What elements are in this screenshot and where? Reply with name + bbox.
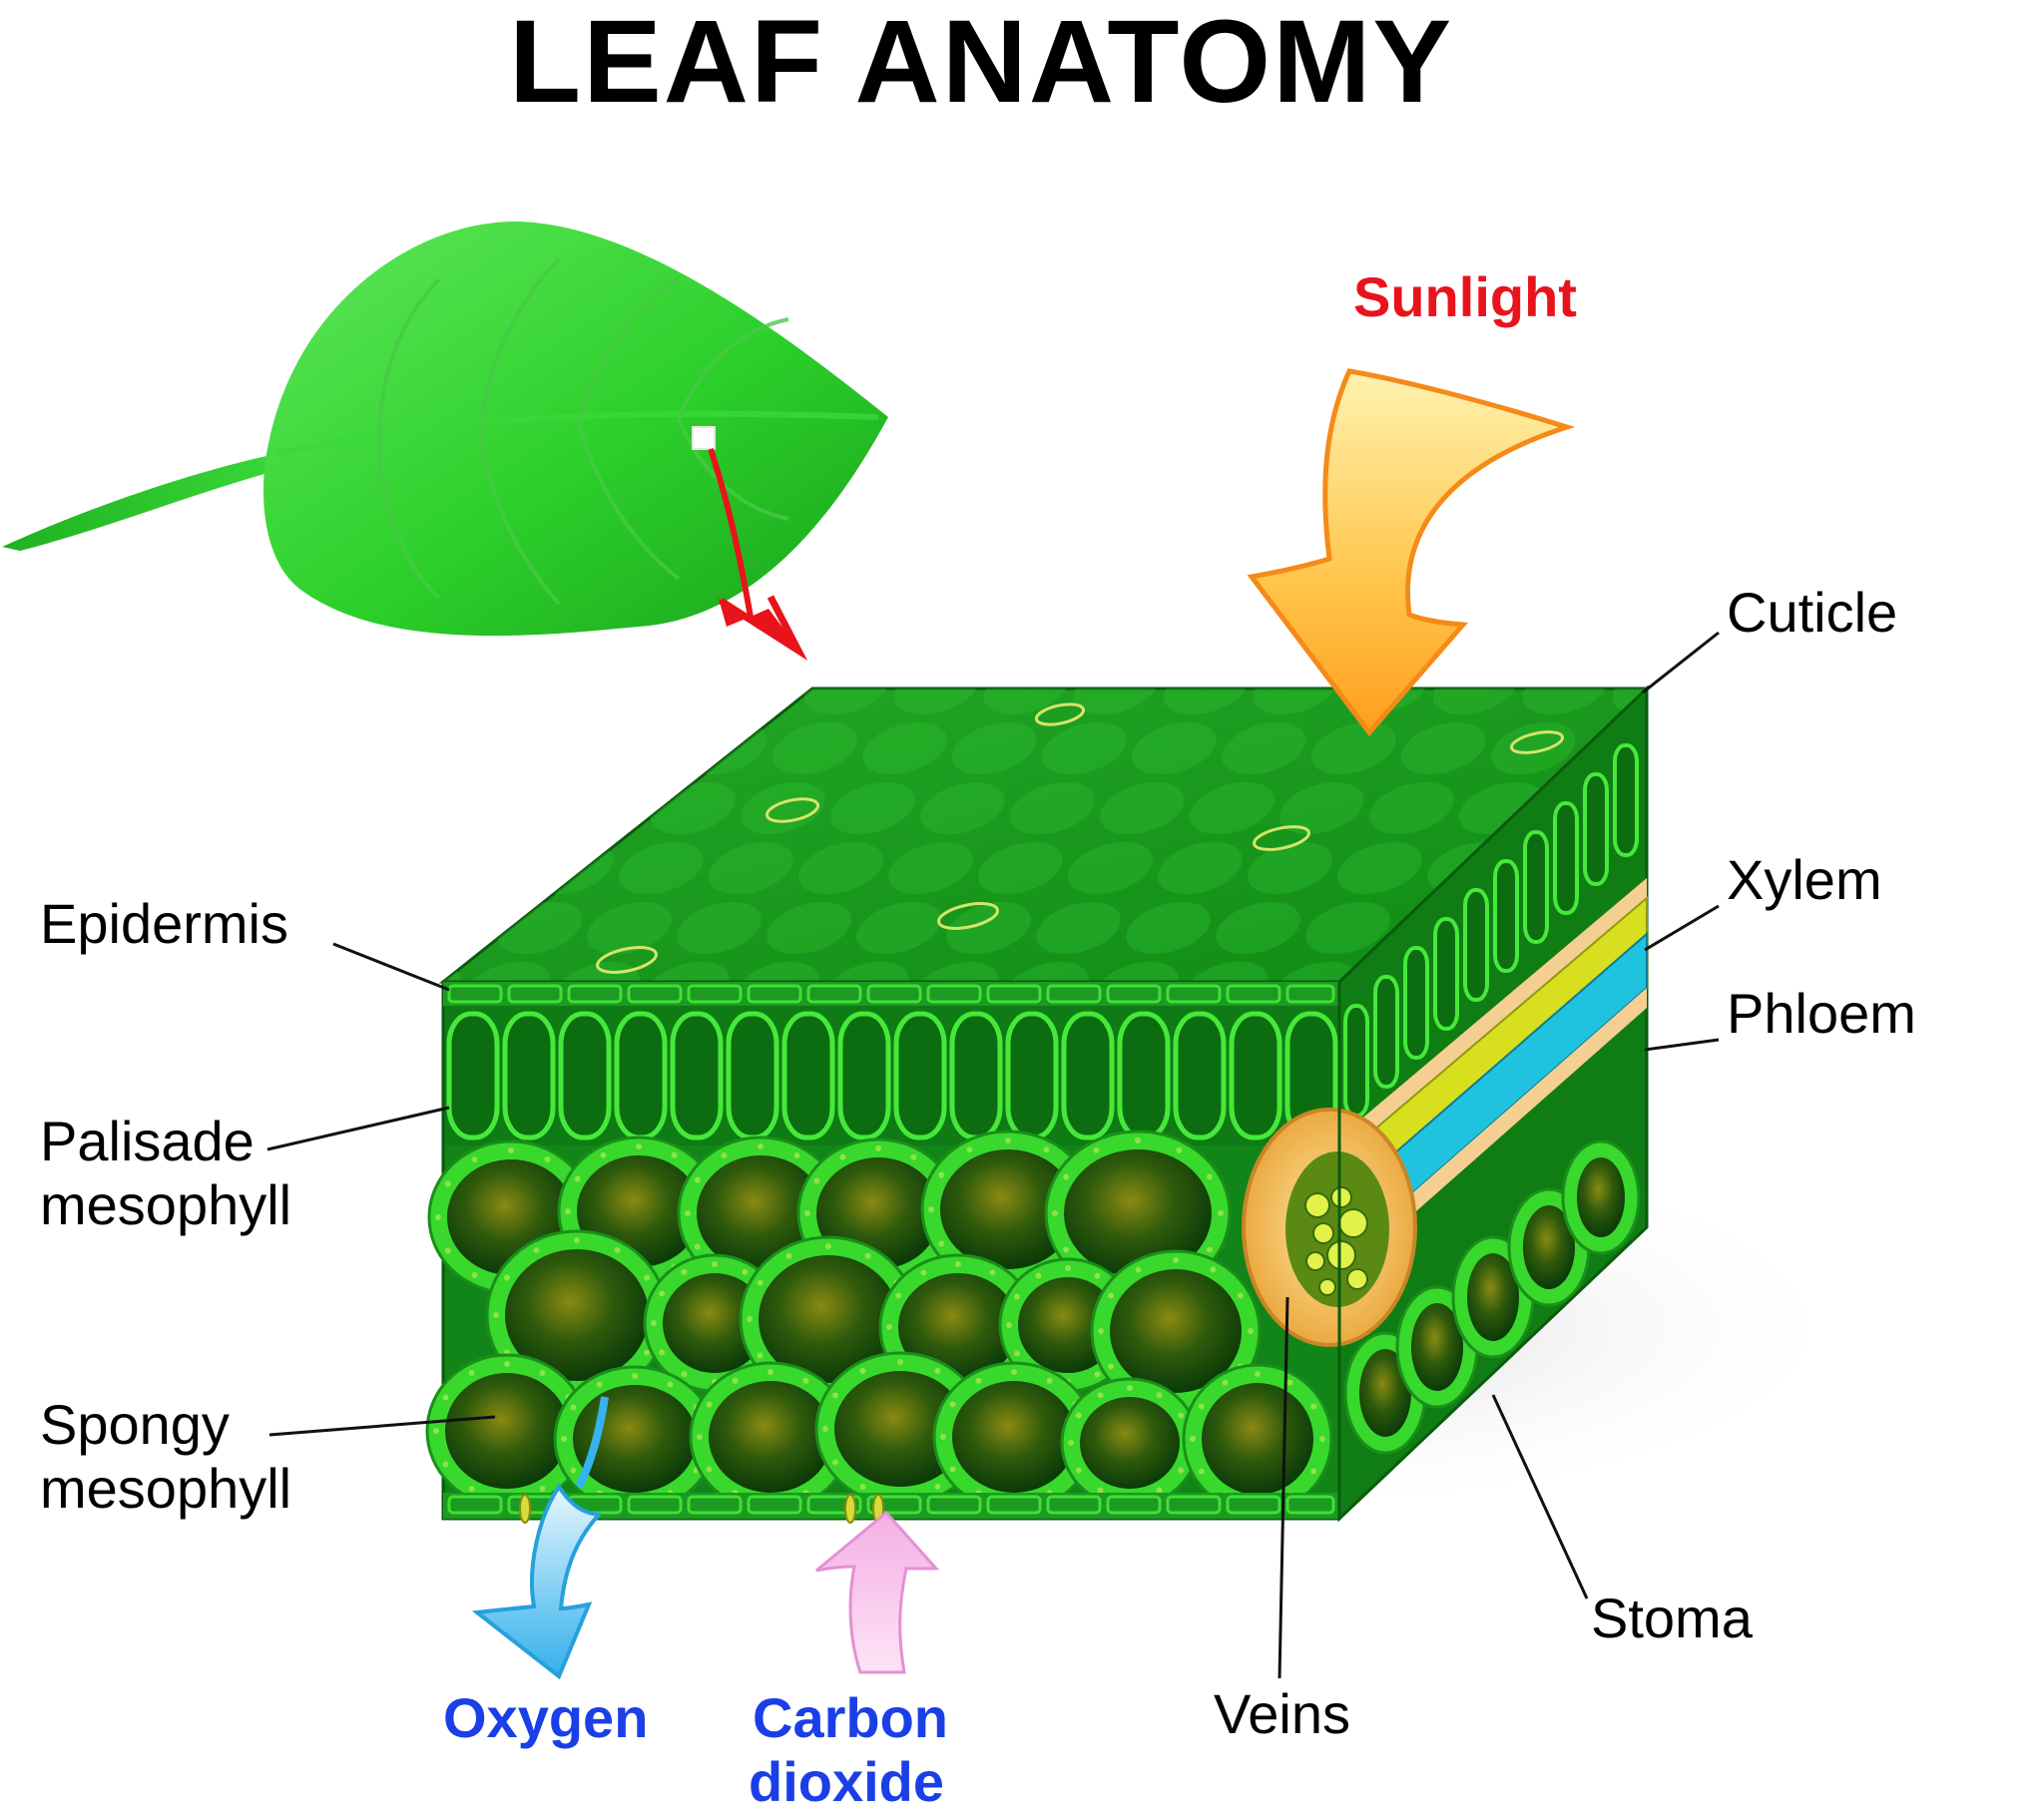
carbon-dioxide-arrow-icon: [815, 1510, 940, 1674]
palisade-cell: [1523, 830, 1549, 944]
xylem-label: Xylem: [1727, 848, 1882, 911]
palisade-cell: [614, 1011, 668, 1140]
oxygen-label: Oxygen: [443, 1686, 649, 1749]
palisade-cell: [781, 1011, 835, 1140]
palisade-cell: [1005, 1011, 1059, 1140]
palisade-cell: [1403, 946, 1429, 1060]
palisade-cell: [1343, 1004, 1369, 1118]
leaf-cross-section-block: [425, 684, 1651, 1524]
palisade-cell: [670, 1011, 724, 1140]
cuticle-label: Cuticle: [1727, 581, 1898, 644]
zoom-arrow-icon: [708, 448, 808, 662]
spongy-cell: [1182, 1363, 1333, 1515]
oxygen-arrow-icon: [471, 1396, 609, 1680]
carbon-dioxide-label-line2: dioxide: [749, 1750, 945, 1813]
palisade-cell: [1553, 801, 1579, 915]
spongy-cell: [1561, 1139, 1641, 1255]
epidermis-label: Epidermis: [40, 892, 288, 955]
palisade-cell: [502, 1011, 556, 1140]
palisade-cell: [837, 1011, 891, 1140]
spongy-cell: [485, 1229, 669, 1401]
sunlight-arrow-icon: [1247, 368, 1576, 736]
palisade-label-line1: Palisade: [40, 1110, 255, 1172]
veins-label: Veins: [1214, 1682, 1350, 1745]
palisade-cell: [1061, 1011, 1115, 1140]
palisade-cell: [1583, 772, 1609, 886]
palisade-cell: [893, 1011, 947, 1140]
phloem-label: Phloem: [1727, 982, 1916, 1045]
palisade-cell: [1173, 1011, 1227, 1140]
spongy-label-line2: mesophyll: [40, 1457, 292, 1520]
palisade-cell: [1493, 859, 1519, 973]
palisade-cell: [949, 1011, 1003, 1140]
palisade-cell: [1613, 743, 1639, 857]
leaf-icon: [2, 221, 888, 637]
sunlight-label: Sunlight: [1353, 265, 1577, 328]
palisade-cell: [1117, 1011, 1171, 1140]
spongy-label-line1: Spongy: [40, 1393, 230, 1456]
leader-lines: [266, 631, 1720, 1679]
palisade-cell: [558, 1011, 612, 1140]
spongy-cell: [425, 1353, 589, 1509]
palisade-cell: [1463, 888, 1489, 1002]
palisade-cell: [1229, 1011, 1282, 1140]
palisade-label-line2: mesophyll: [40, 1173, 292, 1236]
palisade-cell: [1433, 917, 1459, 1031]
spongy-cells: [425, 1130, 1333, 1515]
stoma-label: Stoma: [1591, 1587, 1753, 1649]
carbon-dioxide-label-line1: Carbon: [753, 1686, 948, 1749]
palisade-cell: [726, 1011, 779, 1140]
palisade-cells: [446, 1011, 1338, 1140]
palisade-cell: [446, 1011, 500, 1140]
spongy-cell: [1060, 1377, 1200, 1509]
palisade-cell: [1373, 975, 1399, 1089]
page-title: LEAF ANATOMY: [509, 0, 1454, 128]
spongy-cell: [689, 1361, 852, 1513]
